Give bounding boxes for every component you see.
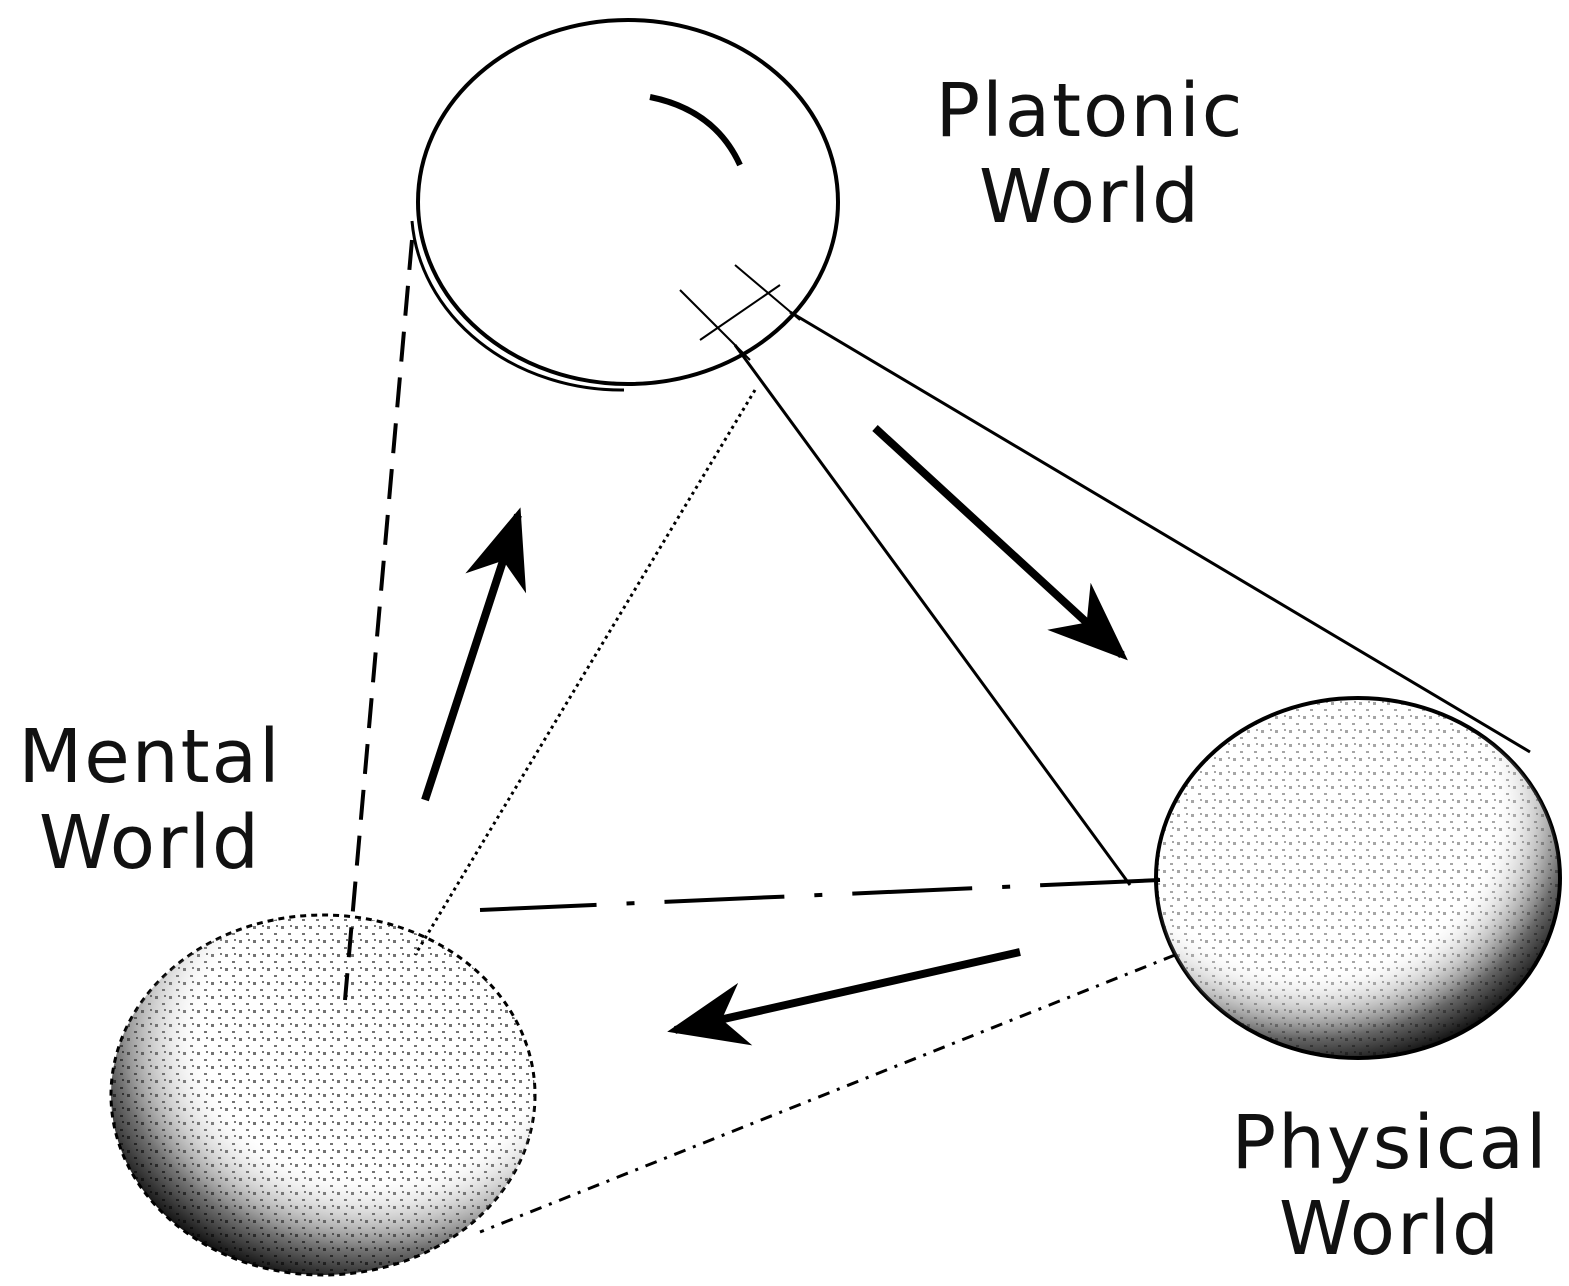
physical-world-label: Physical World xyxy=(1220,1100,1560,1272)
mental-world-label: Mental World xyxy=(0,714,300,886)
physical-world-label-line2: World xyxy=(1220,1186,1560,1272)
platonic-physical-outer-line xyxy=(790,312,1530,752)
platonic-world-sphere xyxy=(412,20,838,390)
arrow-mental-to-platonic xyxy=(425,515,518,800)
mental-world-label-line1: Mental xyxy=(0,714,300,800)
mental-platonic-dashed-line xyxy=(345,240,412,1000)
platonic-world-label: Platonic World xyxy=(930,68,1250,240)
mental-world-label-line2: World xyxy=(0,800,300,886)
physical-world-label-line1: Physical xyxy=(1220,1100,1560,1186)
physical-mental-dashdot-line xyxy=(480,880,1160,910)
platonic-world-label-line1: Platonic xyxy=(930,68,1250,154)
arrow-platonic-to-physical xyxy=(875,428,1122,655)
mental-world-sphere xyxy=(111,915,535,1275)
platonic-world-label-line2: World xyxy=(930,154,1250,240)
platonic-physical-inner-line xyxy=(735,345,1130,885)
arrow-physical-to-mental xyxy=(675,952,1020,1030)
physical-world-sphere xyxy=(1156,698,1560,1058)
